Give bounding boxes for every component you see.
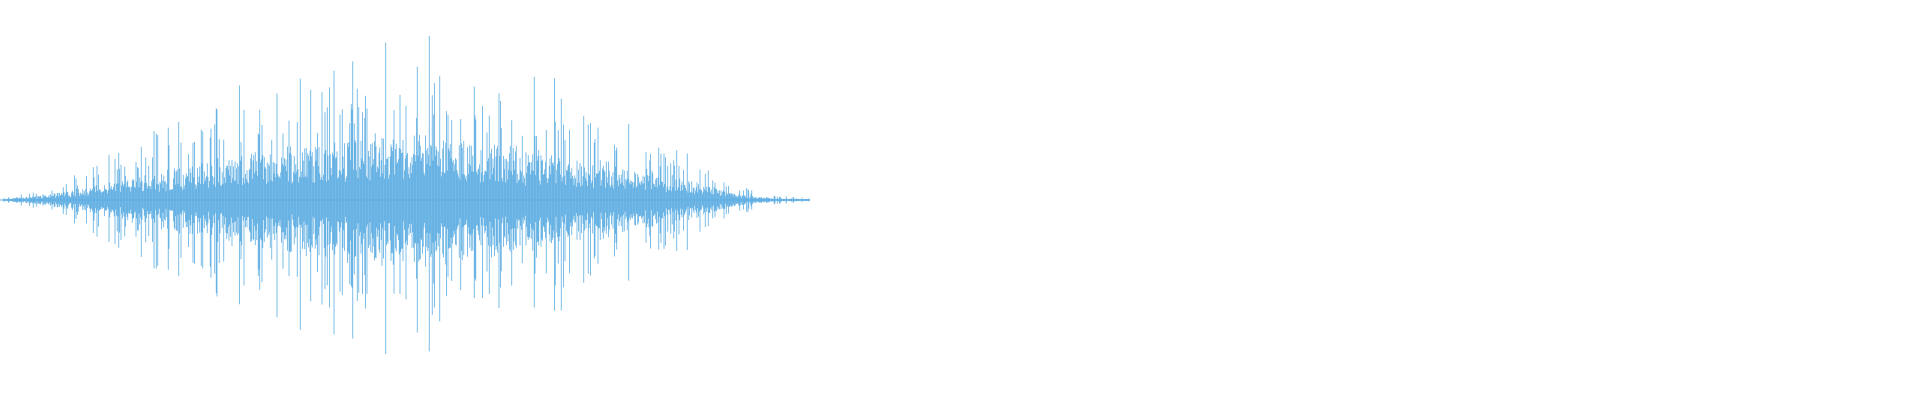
waveform-bars: [3, 35, 810, 355]
